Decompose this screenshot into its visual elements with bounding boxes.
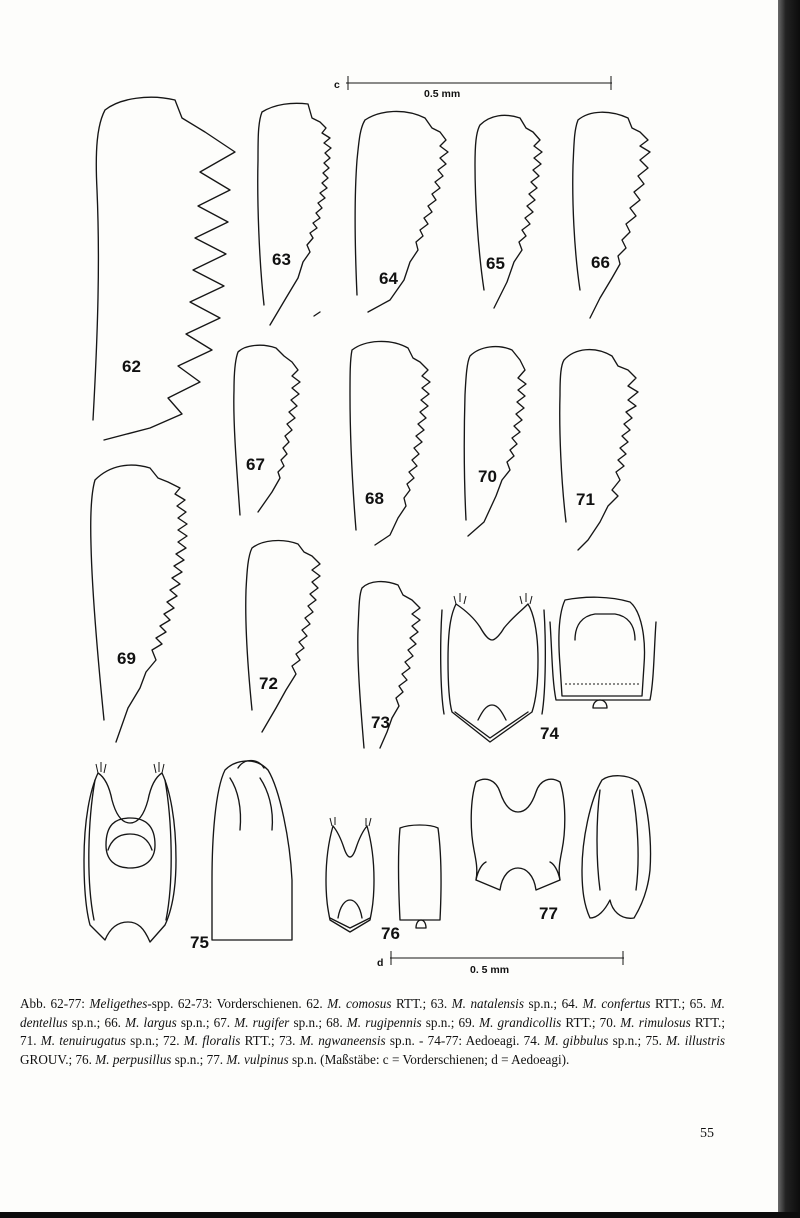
figure-number-64: 64 <box>379 269 398 288</box>
tibia-67-drawing <box>233 344 301 516</box>
tibia-70-drawing <box>463 345 527 537</box>
tibia-68-drawing <box>349 340 431 546</box>
figure-number-63: 63 <box>272 250 291 269</box>
tibia-66-drawing <box>572 111 651 319</box>
figure-number-67: 67 <box>246 455 265 474</box>
page-number: 55 <box>700 1126 714 1141</box>
figure-plate: c 0.5 mm <box>83 76 657 976</box>
book-page <box>0 0 778 1212</box>
tibia-65-drawing <box>474 114 543 309</box>
aedeagus-74-drawing <box>440 593 657 743</box>
figure-caption: Abb. 62-77: Meligethes-spp. 62-73: Vorde… <box>20 996 726 1067</box>
figure-number-71: 71 <box>576 490 595 509</box>
figure-number-74: 74 <box>540 724 559 743</box>
aedeagus-77-drawing <box>470 775 652 919</box>
page-edge-bottom <box>0 1212 800 1218</box>
tibia-64-drawing <box>354 110 449 313</box>
tibia-71-drawing <box>559 348 639 551</box>
figure-number-68: 68 <box>365 489 384 508</box>
scale-bar-d: d 0. 5 mm <box>377 951 624 976</box>
tibia-62-drawing <box>92 96 236 441</box>
figure-number-76: 76 <box>381 924 400 943</box>
scale-bar-d-label: 0. 5 mm <box>470 964 509 976</box>
aedeagus-76-drawing <box>325 817 442 933</box>
page-edge-shadow <box>778 0 800 1218</box>
scale-bar-c: c 0.5 mm <box>334 76 612 100</box>
tibia-69-drawing <box>90 464 188 743</box>
figure-number-69: 69 <box>117 649 136 668</box>
figure-number-72: 72 <box>259 674 278 693</box>
figure-number-77: 77 <box>539 904 558 923</box>
figure-number-65: 65 <box>486 254 505 273</box>
figure-number-66: 66 <box>591 253 610 272</box>
figure-number-62: 62 <box>122 357 141 376</box>
figure-number-73: 73 <box>371 713 390 732</box>
scale-bar-d-letter: d <box>377 957 383 969</box>
scale-bar-c-label: 0.5 mm <box>424 88 460 100</box>
tibia-72-drawing <box>245 539 321 733</box>
figure-number-75: 75 <box>190 933 209 952</box>
figure-number-70: 70 <box>478 467 497 486</box>
tibia-63-drawing <box>257 102 332 326</box>
aedeagus-75-drawing <box>83 759 293 943</box>
scale-bar-c-letter: c <box>334 79 340 91</box>
